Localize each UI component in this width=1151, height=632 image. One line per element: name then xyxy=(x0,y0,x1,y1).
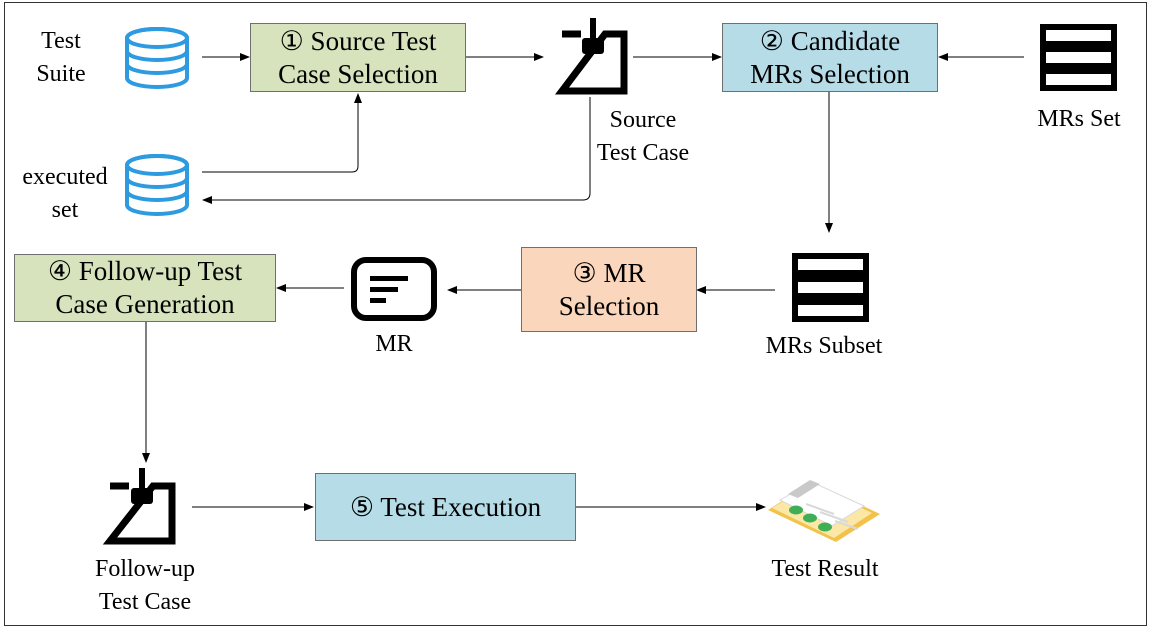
mr-label-text: MR xyxy=(375,331,413,357)
followup-test-case-label-line2: Test Case xyxy=(98,589,192,615)
mrs-set-label: MRs Set xyxy=(1014,103,1144,136)
source-test-case-label-line2: Test Case xyxy=(596,140,690,166)
executed-set-label-line1: executed xyxy=(22,164,108,190)
followup-test-case-generation-box: ④ Follow-up Test Case Generation xyxy=(14,254,276,322)
mrs-subset-label: MRs Subset xyxy=(744,330,904,363)
candidate-mrs-selection-box: ② Candidate MRs Selection xyxy=(722,23,938,92)
mr-selection-box: ③ MR Selection xyxy=(521,247,697,332)
mrs-set-server-stack-icon xyxy=(1040,24,1117,91)
executed-set-database-icon xyxy=(125,154,189,216)
test-execution-label: ⑤ Test Execution xyxy=(349,491,542,522)
source-selection-line2: Case Selection xyxy=(278,58,438,89)
mrs-set-label-text: MRs Set xyxy=(1037,106,1121,132)
arrow-executed-to-source-selection xyxy=(202,93,362,173)
mr-message-icon xyxy=(351,257,437,321)
diagram-frame xyxy=(4,2,1147,626)
test-suite-label-line1: Test xyxy=(41,28,81,54)
arrow-source-case-to-executed xyxy=(202,97,591,204)
test-suite-database-icon xyxy=(125,27,189,89)
followup-generation-line1: ④ Follow-up Test xyxy=(47,256,243,286)
source-test-case-label: Source Test Case xyxy=(573,104,713,170)
executed-set-label-line2: set xyxy=(51,197,79,223)
mr-selection-line2: Selection xyxy=(558,290,660,321)
mrs-subset-server-stack-icon xyxy=(792,253,869,322)
mr-selection-line1: ③ MR xyxy=(572,257,646,288)
followup-test-case-joystick-icon xyxy=(102,468,176,545)
candidate-selection-line1: ② Candidate xyxy=(759,25,901,56)
test-result-label: Test Result xyxy=(745,553,905,586)
executed-set-label: executed set xyxy=(8,161,122,227)
test-suite-label: Test Suite xyxy=(22,25,100,91)
followup-test-case-label-line1: Follow-up xyxy=(94,556,195,582)
source-test-case-joystick-icon xyxy=(554,18,628,95)
source-test-case-selection-box: ① Source Test Case Selection xyxy=(250,23,466,92)
test-execution-box: ⑤ Test Execution xyxy=(315,473,576,541)
candidate-selection-line2: MRs Selection xyxy=(750,58,910,89)
followup-generation-line2: Case Generation xyxy=(55,289,235,319)
test-suite-label-line2: Suite xyxy=(36,61,86,87)
source-selection-line1: ① Source Test xyxy=(279,25,437,56)
source-test-case-label-line1: Source xyxy=(609,107,677,133)
test-result-checklist-icon xyxy=(768,480,880,542)
test-result-label-text: Test Result xyxy=(771,556,879,582)
mrs-subset-label-text: MRs Subset xyxy=(765,333,883,359)
mr-label: MR xyxy=(354,328,434,361)
followup-test-case-label: Follow-up Test Case xyxy=(75,553,215,619)
